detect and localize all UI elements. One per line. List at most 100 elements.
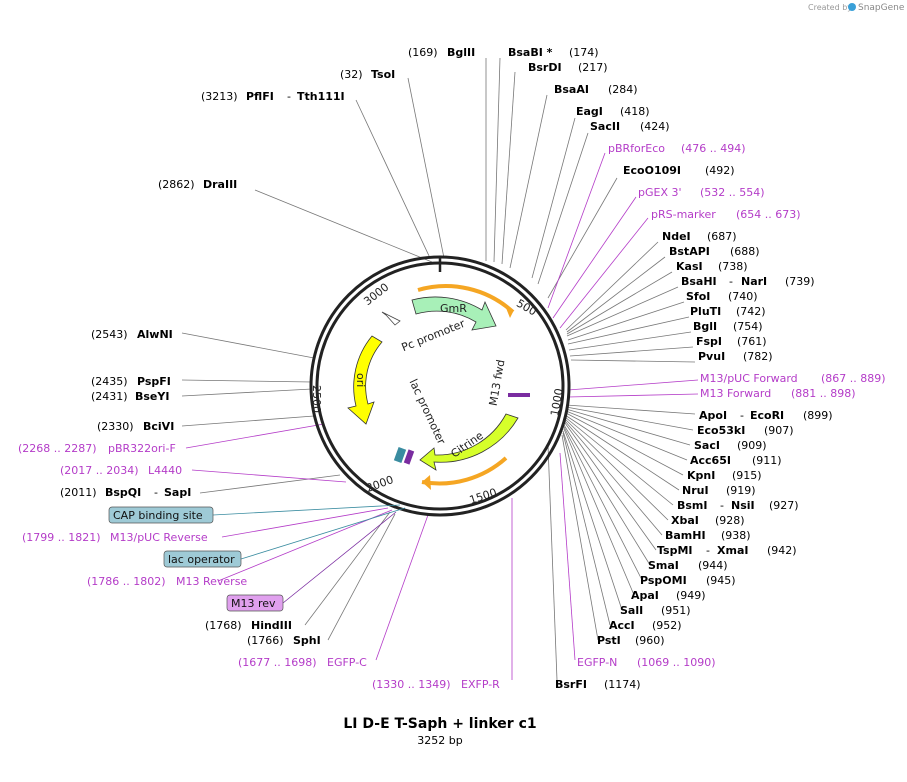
orange-arc-bottom-arrow	[422, 475, 431, 490]
site-bstapi-name: BstAPI	[669, 245, 710, 258]
site-pvui-name: PvuI	[698, 350, 725, 363]
orange-arc-top	[417, 284, 515, 314]
site-eco53ki-name: Eco53kI	[697, 424, 745, 437]
site-bstapi-pos: (688)	[730, 245, 760, 258]
site-nrui-pos: (919)	[726, 484, 756, 497]
tick-3000: 3000	[361, 281, 391, 308]
site-apoi-pos: (899)	[803, 409, 833, 422]
site-tspmi-name: TspMI	[657, 544, 693, 557]
site-bsmi-pos: (927)	[769, 499, 799, 512]
cap-binding-site-label: CAP binding site	[113, 509, 203, 522]
primer-m13puc-rev-range: (1799 .. 1821)	[22, 531, 101, 544]
site-acc65i-pos: (911)	[752, 454, 782, 467]
site-bcivi-pos: (2330)	[97, 420, 134, 433]
site-pflfi-dash: -	[287, 90, 291, 103]
site-tsoi-name: TsoI	[371, 68, 395, 81]
primer-egfpc-name: EGFP-C	[327, 656, 367, 669]
features: GmR Pc promoter ori lac promoter M13 fwd…	[347, 284, 530, 490]
site-bspqi-name: BspQI	[105, 486, 141, 499]
site-alwni-pos: (2543)	[91, 328, 128, 341]
site-pvui-pos: (782)	[743, 350, 773, 363]
backbone-outer-ring	[309, 255, 571, 517]
left-labels: (2543) AlwNI (2435) PspFI (2431) BseYI (…	[18, 328, 321, 647]
site-psti-pos: (960)	[635, 634, 665, 647]
right-mid-primers: M13/pUC Forward (867 .. 889) M13 Forward…	[700, 372, 886, 400]
site-bgli-pos: (754)	[733, 320, 763, 333]
site-eagi-pos: (418)	[620, 105, 650, 118]
snapgene-logo-icon	[848, 3, 856, 11]
site-hindiii-name: HindIII	[251, 619, 292, 632]
site-sali-name: SalI	[620, 604, 643, 617]
primer-pbr322orif-range: (2268 .. 2287)	[18, 442, 97, 455]
site-nrui-name: NruI	[682, 484, 709, 497]
site-acc65i-name: Acc65I	[690, 454, 731, 467]
primer-m13puc-fwd-range: (867 .. 889)	[821, 372, 886, 385]
primer-exfpr-range: (1330 .. 1349)	[372, 678, 451, 691]
site-tspmi-pos: (942)	[767, 544, 797, 557]
site-acci-name: AccI	[609, 619, 635, 632]
site-smai-name: SmaI	[648, 559, 679, 572]
site-hindiii-pos: (1768)	[205, 619, 242, 632]
lac-promoter-label: lac promoter	[406, 377, 448, 447]
site-ecori-name: EcoRI	[750, 409, 784, 422]
tick-2500: 2500	[310, 385, 323, 413]
site-bgli-name: BglI	[693, 320, 717, 333]
site-acci-pos: (952)	[652, 619, 682, 632]
site-tth111i-name: Tth111I	[297, 90, 345, 103]
site-sfoi-name: SfoI	[686, 290, 710, 303]
orange-arc-bottom	[421, 456, 508, 486]
m13-fwd-label: M13 fwd	[487, 359, 508, 407]
site-xbai-name: XbaI	[671, 514, 699, 527]
leader-lines	[181, 57, 696, 681]
site-bspqi-pos: (2011)	[60, 486, 97, 499]
site-apoi-dash: -	[740, 409, 744, 422]
site-fspi-name: FspI	[696, 335, 722, 348]
primer-m13-fwd-range: (881 .. 898)	[791, 387, 856, 400]
site-bsaai-pos: (284)	[608, 83, 638, 96]
pc-promoter-label: Pc promoter	[400, 317, 468, 354]
lac-operator-label: lac operator	[168, 553, 235, 566]
site-sali-pos: (951)	[661, 604, 691, 617]
site-ecoo109i-pos: (492)	[705, 164, 735, 177]
primer-egfpn-range: (1069 .. 1090)	[637, 656, 716, 669]
site-kasi-pos: (738)	[718, 260, 748, 273]
site-pspfi-pos: (2435)	[91, 375, 128, 388]
site-bsrdi-pos: (217)	[578, 61, 608, 74]
primer-prsmarker-name: pRS-marker	[651, 208, 716, 221]
site-ndei-pos: (687)	[707, 230, 737, 243]
credit-brand: SnapGene	[858, 3, 905, 13]
site-kpni-name: KpnI	[687, 469, 715, 482]
site-psti-name: PstI	[597, 634, 621, 647]
site-pflfi-name: PflFI	[246, 90, 274, 103]
site-bsahi-name: BsaHI	[681, 275, 717, 288]
primer-egfpc-range: (1677 .. 1698)	[238, 656, 317, 669]
site-nsii-name: NsiI	[731, 499, 755, 512]
primer-m13puc-fwd-name: M13/pUC Forward	[700, 372, 798, 385]
primer-m13puc-rev-name: M13/pUC Reverse	[110, 531, 208, 544]
site-bamhi-name: BamHI	[665, 529, 706, 542]
primer-pbrforeco-range: (476 .. 494)	[681, 142, 746, 155]
site-smai-pos: (944)	[698, 559, 728, 572]
site-saci-pos: (909)	[737, 439, 767, 452]
backbone	[309, 255, 571, 517]
feature-boxes: CAP binding site lac operator M13 rev	[108, 504, 406, 612]
primer-pgex3-range: (532 .. 554)	[700, 186, 765, 199]
site-apoi-name: ApoI	[699, 409, 727, 422]
cap-site-marker	[393, 447, 407, 463]
cap-binding-site-box	[108, 506, 214, 524]
gmr-arrow	[411, 296, 497, 331]
site-bspqi-dash: -	[154, 486, 158, 499]
site-draiii-pos: (2862)	[158, 178, 195, 191]
site-bsabi-pos: (174)	[569, 46, 599, 59]
site-kasi-name: KasI	[676, 260, 703, 273]
site-sacii-pos: (424)	[640, 120, 670, 133]
primer-pbr322orif-name: pBR322ori-F	[108, 442, 176, 455]
site-sphi-pos: (1766)	[247, 634, 284, 647]
tick-1000: 1000	[548, 387, 566, 417]
site-xmai-name: XmaI	[717, 544, 748, 557]
site-pspomi-pos: (945)	[706, 574, 736, 587]
site-bcivi-name: BciVI	[143, 420, 174, 433]
site-pluti-pos: (742)	[736, 305, 766, 318]
site-ndei-name: NdeI	[662, 230, 691, 243]
site-bsabi-name: BsaBI *	[508, 46, 553, 59]
